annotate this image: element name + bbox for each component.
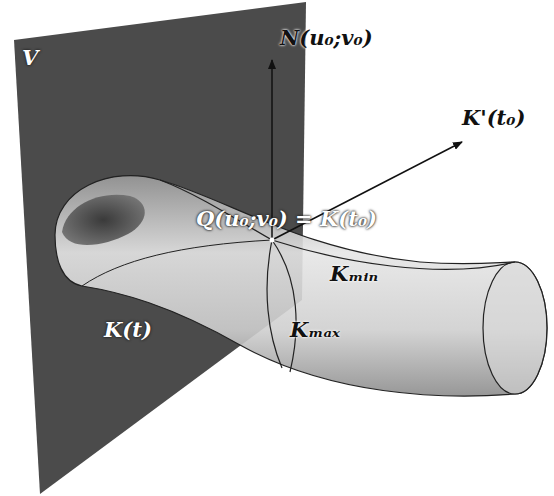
point-label: Q(u₀;v₀) = K(t₀) bbox=[196, 207, 377, 230]
tangent-label: K'(t₀) bbox=[462, 106, 525, 129]
kmin-label: Kₘᵢₙ bbox=[330, 262, 378, 285]
tube-surface bbox=[55, 176, 547, 396]
tube-end bbox=[483, 262, 547, 394]
plane-label: V bbox=[22, 46, 38, 69]
tube-opening bbox=[62, 195, 145, 245]
curve-label: K(t) bbox=[104, 318, 152, 341]
point-q bbox=[270, 238, 275, 243]
normal-label: N(u₀;v₀) bbox=[280, 26, 373, 49]
kmin-curve bbox=[272, 240, 515, 269]
kmax-curve bbox=[267, 240, 282, 368]
kt-curve bbox=[82, 240, 272, 286]
kmax-label: Kₘₐₓ bbox=[290, 318, 340, 341]
